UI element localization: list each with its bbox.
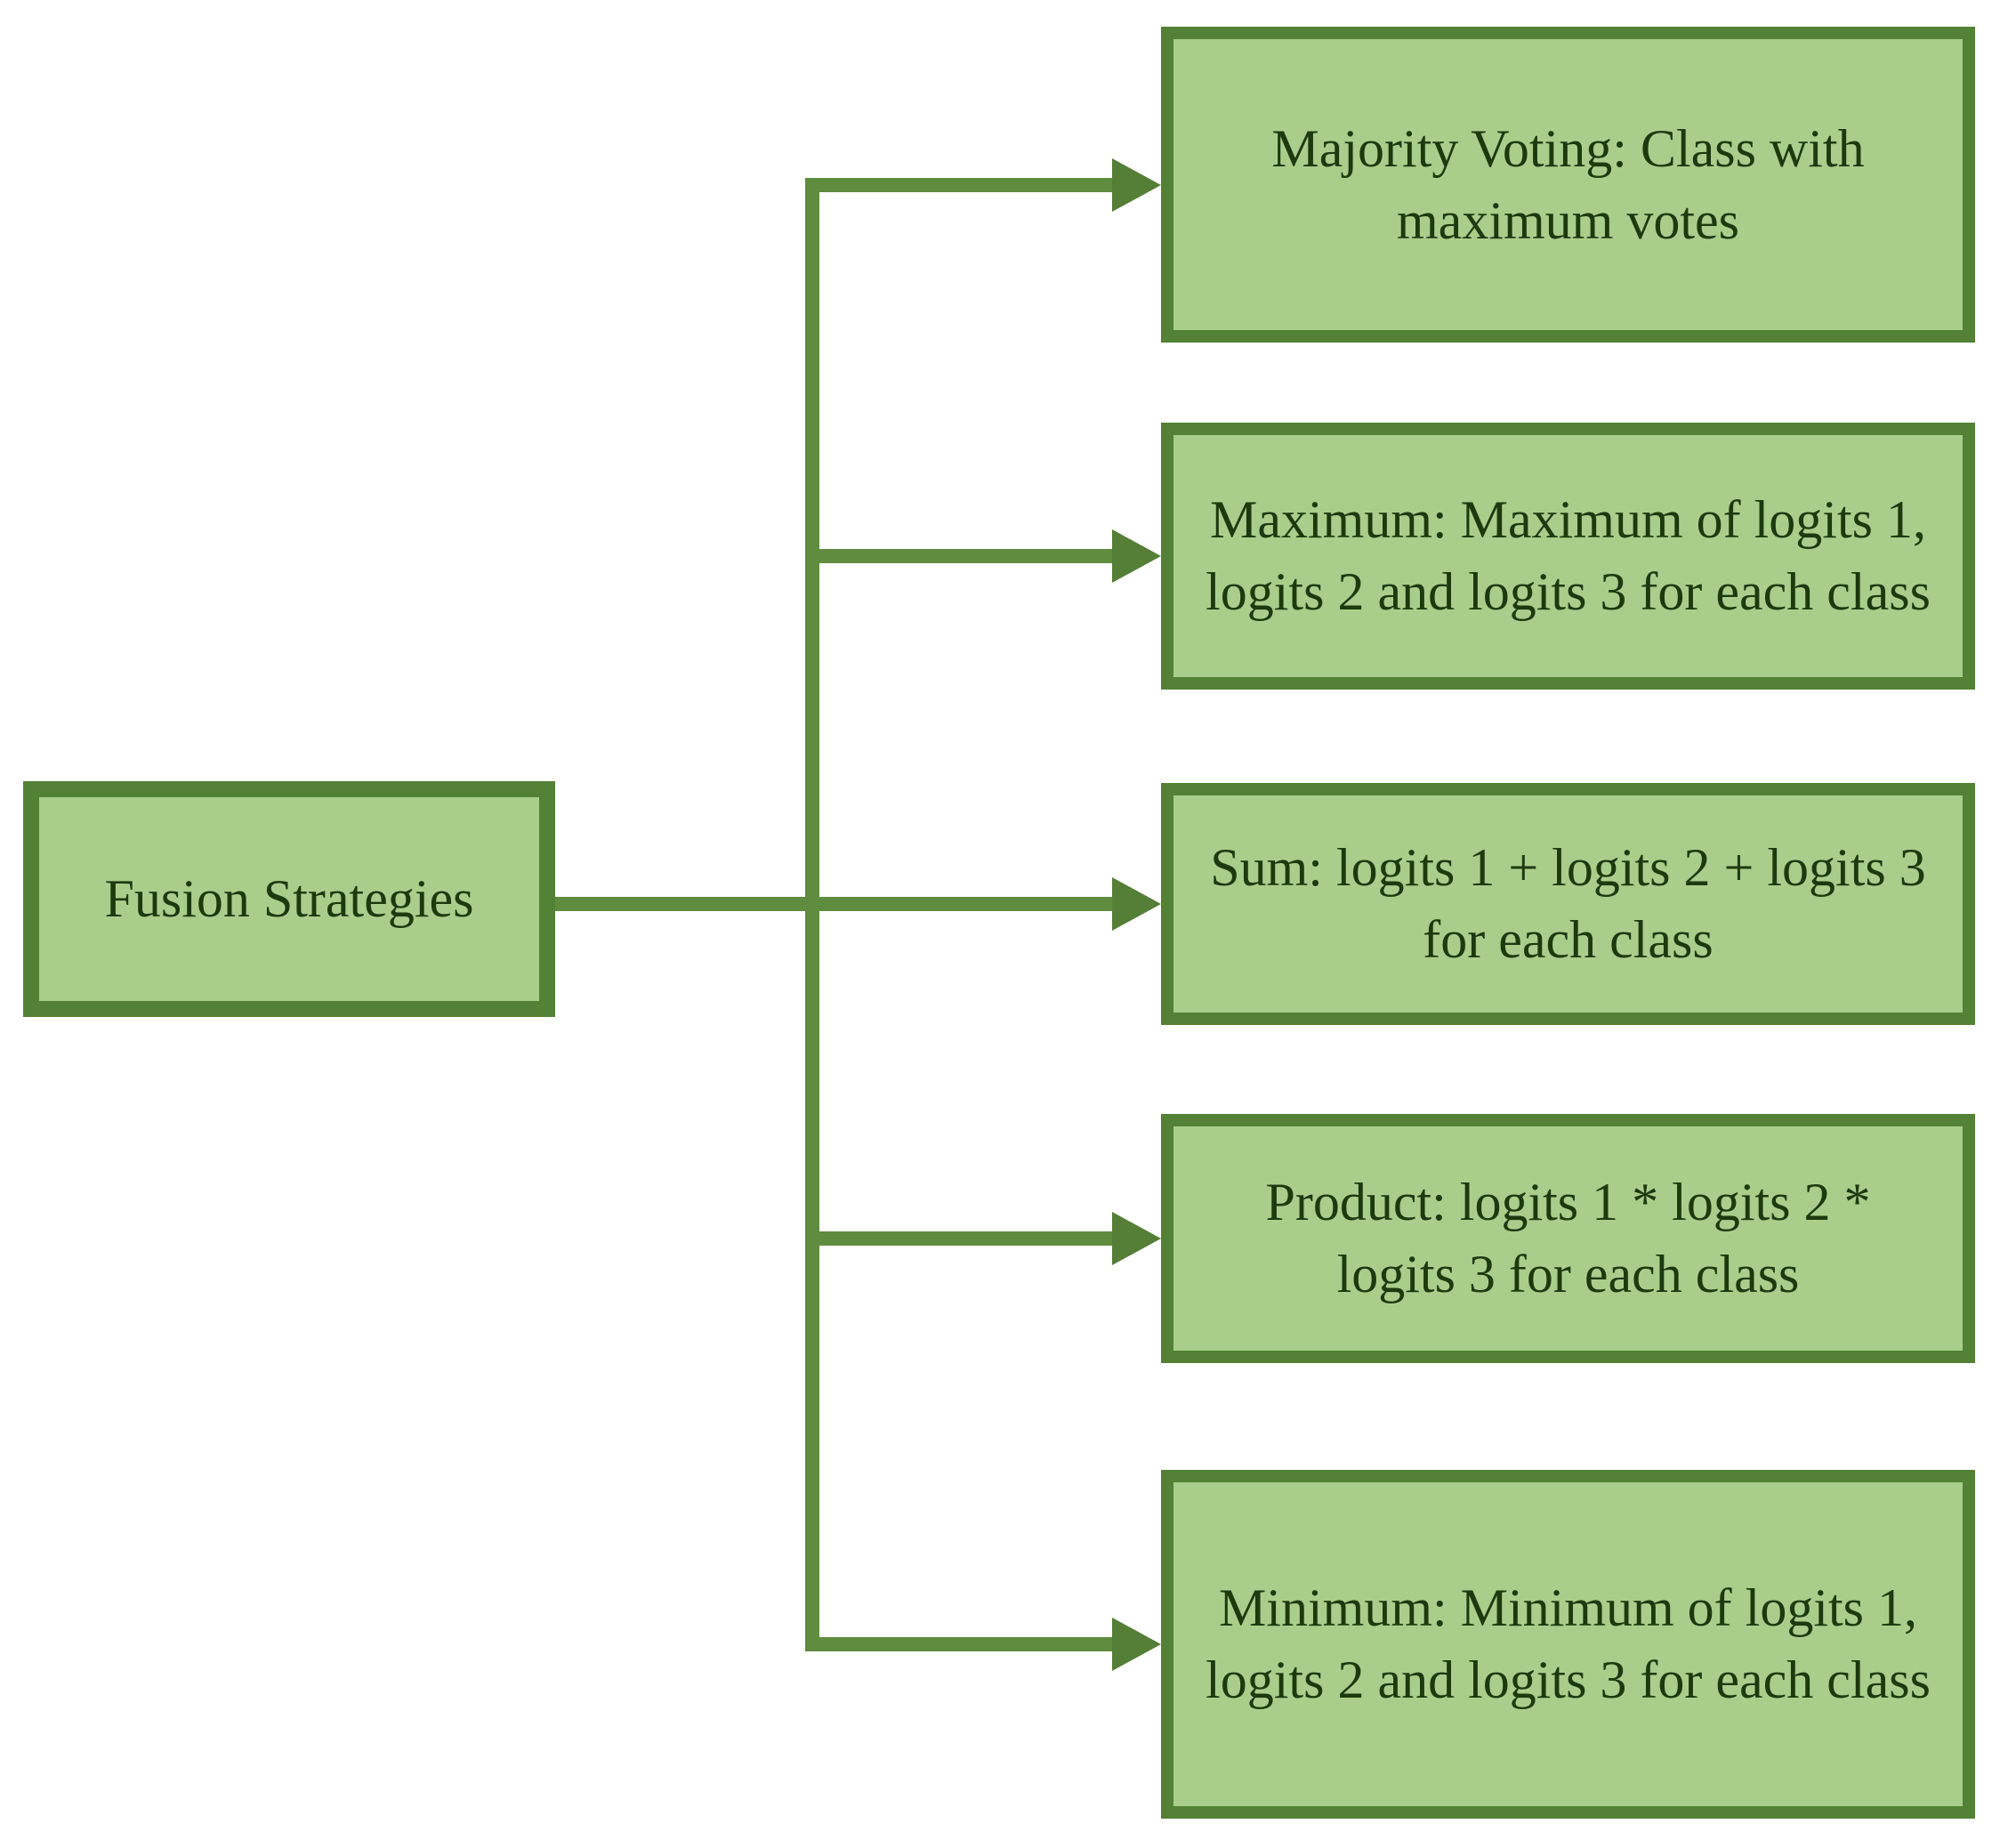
node-minimum: Minimum: Minimum of logits 1, logits 2 a… — [1161, 1470, 1975, 1819]
node-label: Sum: logits 1 + logits 2 + logits 3 for … — [1210, 838, 1926, 969]
node-label: Majority Voting: Class with maximum vote… — [1271, 118, 1865, 250]
arrowhead-icon-sum — [1112, 877, 1161, 931]
connector-branch-product — [805, 1231, 1112, 1246]
connector-branch-minimum — [805, 1637, 1112, 1651]
arrowhead-icon-product — [1112, 1212, 1161, 1265]
connector-root-to-sum-line — [555, 897, 1112, 911]
node-label: Minimum: Minimum of logits 1, logits 2 a… — [1206, 1578, 1931, 1709]
node-fusion-strategies: Fusion Strategies — [23, 781, 555, 1017]
connector-branch-maximum — [805, 549, 1112, 563]
arrowhead-icon-maximum — [1112, 529, 1161, 583]
node-label: Fusion Strategies — [104, 869, 474, 928]
node-label: Maximum: Maximum of logits 1, logits 2 a… — [1206, 490, 1931, 621]
arrowhead-icon-majority-voting — [1112, 158, 1161, 212]
connector-trunk-line — [805, 178, 819, 1651]
node-sum: Sum: logits 1 + logits 2 + logits 3 for … — [1161, 783, 1975, 1025]
node-majority-voting: Majority Voting: Class with maximum vote… — [1161, 27, 1975, 343]
arrowhead-icon-minimum — [1112, 1618, 1161, 1671]
connector-branch-majority-voting — [805, 178, 1112, 192]
node-label: Product: logits 1 * logits 2 * logits 3 … — [1265, 1173, 1871, 1303]
node-maximum: Maximum: Maximum of logits 1, logits 2 a… — [1161, 423, 1975, 690]
node-product: Product: logits 1 * logits 2 * logits 3 … — [1161, 1114, 1975, 1363]
